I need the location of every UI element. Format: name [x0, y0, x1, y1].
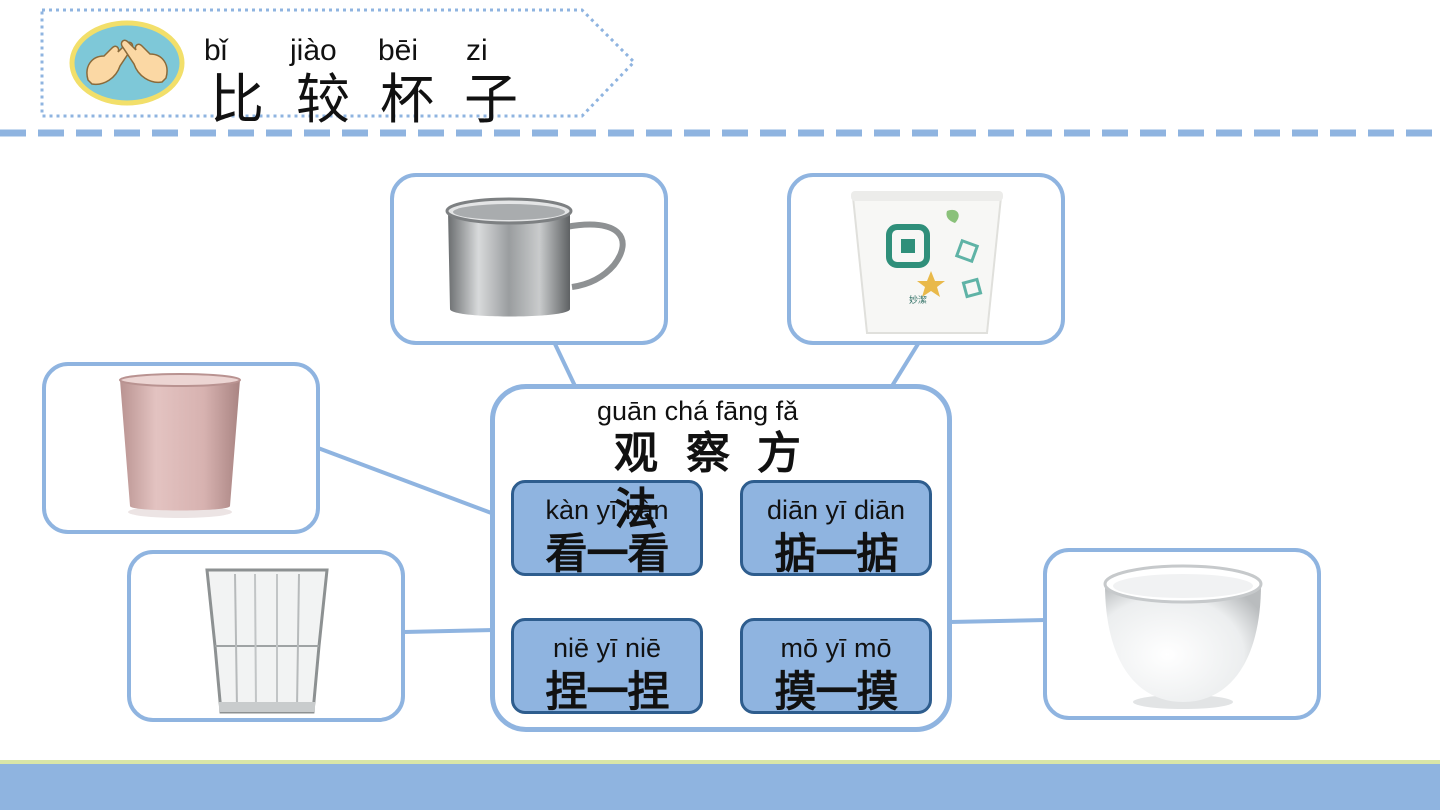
center-title-char-4: 法: [614, 484, 658, 535]
title-char-4: 子: [464, 68, 518, 131]
title-pinyin-4: zi: [466, 34, 488, 67]
title-char-1: 比: [210, 68, 264, 131]
center-title-pinyin: guān chá fāng fǎ: [597, 396, 799, 426]
center-title-char-3: 方: [757, 428, 801, 479]
pink-plastic-cup-icon: [119, 373, 241, 518]
method-touch-button[interactable]: mō yī mō 摸一摸: [740, 618, 932, 716]
method-look-label: 看一看: [545, 529, 669, 578]
cup-card-paper-cup[interactable]: 妙潔: [787, 173, 1065, 345]
method-look-pinyin: kàn yī kàn: [545, 495, 669, 525]
cup-card-glass[interactable]: [127, 550, 405, 722]
cup-card-porcelain[interactable]: [1043, 548, 1321, 720]
method-weigh-pinyin: diān yī diān: [766, 495, 906, 525]
method-pinch-label: 捏一捏: [545, 667, 669, 716]
cup-card-pink-cup[interactable]: [42, 362, 320, 534]
method-pinch-pinyin: niē yī niē: [552, 633, 662, 663]
footer-bar: [0, 760, 1440, 810]
glass-tumbler-icon: [205, 568, 329, 714]
method-weigh-label: 掂一掂: [774, 529, 898, 578]
stainless-steel-mug-icon: [445, 197, 626, 317]
hands-icon: [69, 20, 185, 106]
title-char-3: 杯: [380, 68, 434, 131]
method-pinch-button[interactable]: niē yī niē 捏一捏: [511, 618, 703, 716]
method-touch-label: 摸一摸: [774, 667, 898, 716]
paper-cup-print: 妙潔: [909, 294, 927, 306]
center-title-char-2: 察: [686, 428, 730, 479]
title-pinyin-3: bēi: [378, 34, 419, 67]
method-weigh-button[interactable]: diān yī diān 掂一掂: [740, 480, 932, 578]
white-porcelain-cup-icon: [1103, 564, 1263, 709]
title-pinyin-1: bǐ: [204, 34, 228, 67]
title-char-2: 较: [296, 68, 350, 131]
title-pinyin-2: jiào: [290, 34, 337, 67]
cup-card-steel-mug[interactable]: [390, 173, 668, 345]
header-decoration: [0, 8, 1440, 137]
method-touch-pinyin: mō yī mō: [780, 633, 892, 663]
method-look-button[interactable]: kàn yī kàn 看一看: [511, 480, 703, 578]
center-title-char-1: 观: [614, 428, 658, 479]
paper-cup-icon: 妙潔: [851, 191, 1003, 334]
